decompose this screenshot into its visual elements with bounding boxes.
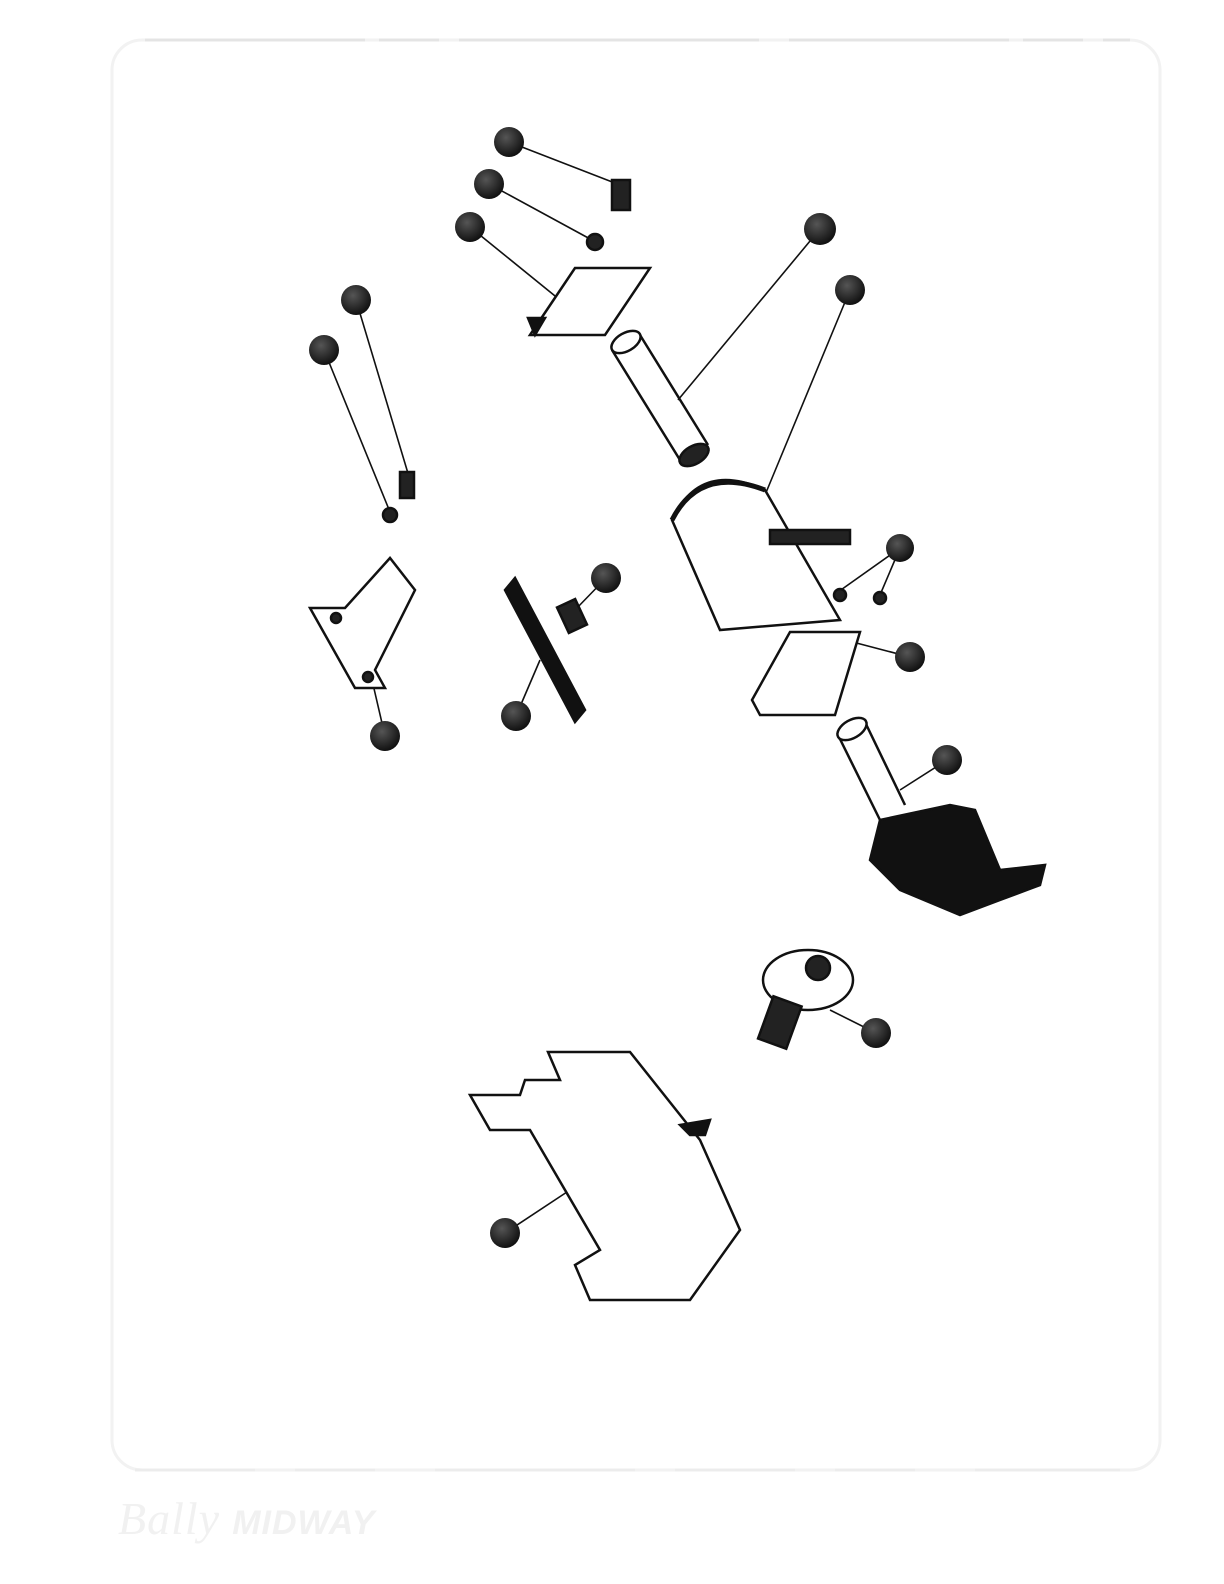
callout-ball bbox=[932, 745, 962, 775]
nut-part bbox=[585, 232, 605, 252]
callout-ball bbox=[501, 701, 531, 731]
callout-ball bbox=[804, 213, 836, 245]
logo-brand: Bally bbox=[118, 1493, 221, 1544]
callout-ball bbox=[835, 275, 865, 305]
motor-assembly bbox=[868, 803, 1047, 917]
callout-ball bbox=[886, 534, 914, 562]
callout-ball bbox=[455, 212, 485, 242]
callout-ball bbox=[309, 335, 339, 365]
parts bbox=[307, 178, 1047, 1302]
callout-ball bbox=[474, 169, 504, 199]
callout-ball bbox=[370, 721, 400, 751]
left-nut-part bbox=[381, 506, 399, 524]
motor-tube-part bbox=[836, 721, 907, 821]
tube-part bbox=[610, 334, 710, 461]
callout-balls bbox=[309, 127, 962, 1248]
bracket-left bbox=[307, 556, 417, 690]
callout-ball bbox=[895, 642, 925, 672]
bracket-top bbox=[527, 266, 653, 337]
logo-sub: MIDWAY bbox=[232, 1504, 376, 1542]
shield-part bbox=[670, 478, 843, 632]
callout-ball bbox=[591, 563, 621, 593]
bracket-bottom bbox=[467, 1050, 742, 1302]
bolt-part bbox=[610, 178, 632, 212]
callout-ball bbox=[861, 1018, 891, 1048]
callout-ball bbox=[494, 127, 524, 157]
callout-ball bbox=[341, 285, 371, 315]
bracket-right bbox=[750, 630, 862, 717]
bally-midway-logo: Bally MIDWAY bbox=[118, 1492, 375, 1545]
shaft-part bbox=[503, 575, 587, 725]
callout-ball bbox=[490, 1218, 520, 1248]
left-bolt-part bbox=[398, 470, 416, 500]
